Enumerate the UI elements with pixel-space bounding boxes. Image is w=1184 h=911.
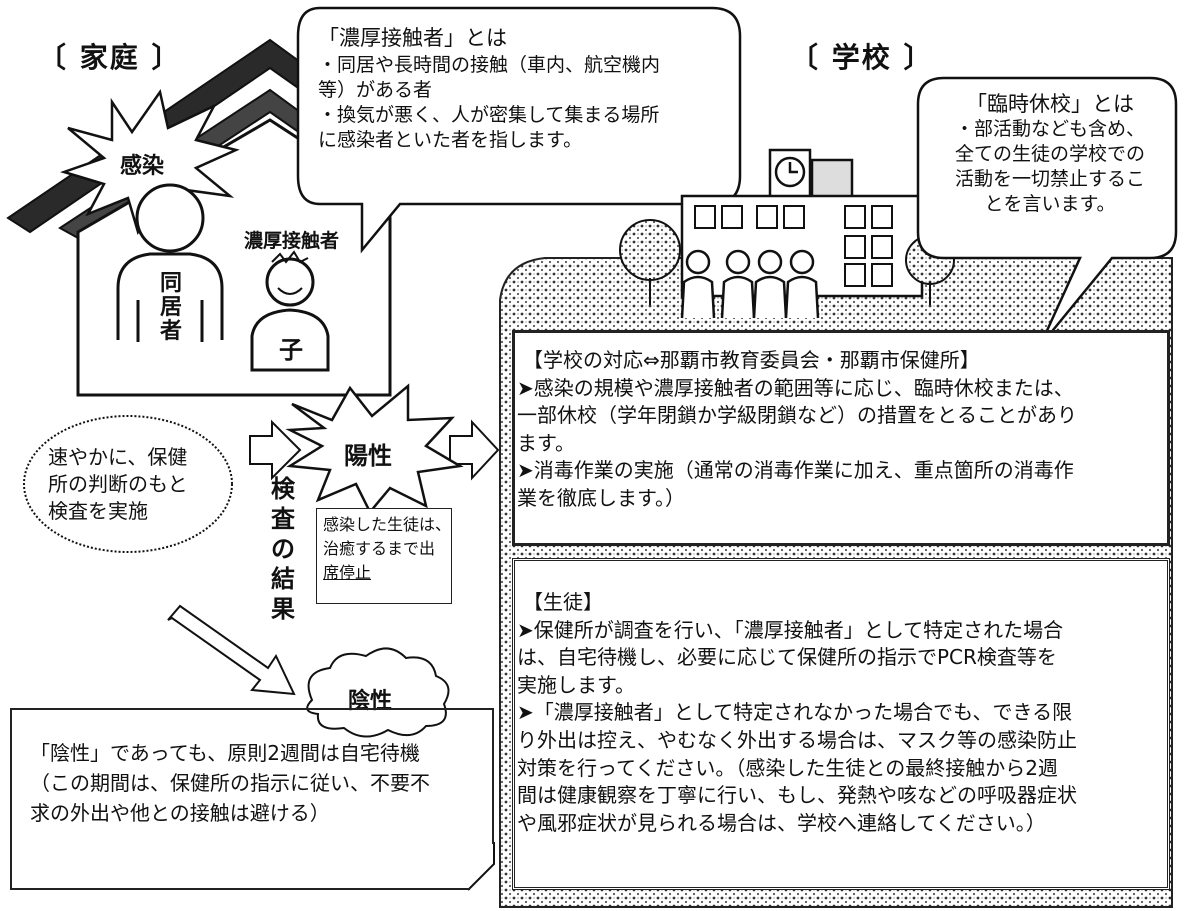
close-contact-line: 等）がある者 (318, 79, 433, 101)
close-contact-label: 濃厚接触者 (244, 230, 340, 252)
students-line: ➤保健所が調査を行い、「濃厚接触者」として特定された場合 (517, 617, 1064, 642)
school-response-line: ➤消毒作業の実施（通常の消毒作業に加え、重点箇所の消毒作 (517, 458, 1074, 483)
closure-line: ・部活動なども含め、 (954, 118, 1145, 140)
school-response-line: ➤感染の規模や濃厚接触者の範囲等に応じ、臨時休校または、 (517, 375, 1074, 400)
closure-line: 全ての生徒の学校での (954, 143, 1145, 165)
close-contact-definition: 「濃厚接触者」とは ・同居や長時間の接触（車内、航空機内 等）がある者 ・換気が… (318, 26, 738, 153)
negative-note-fold (467, 842, 495, 891)
closure-title: 「臨時休校」とは (966, 92, 1134, 116)
test-line: 所の判断のもと (48, 472, 188, 496)
test-result-vertical-label: 検査の結果 (271, 475, 295, 623)
cohabitant-person-icon (116, 183, 224, 342)
arrow-to-negative-icon (167, 604, 296, 696)
child-label: 子 (279, 336, 303, 364)
positive-note-line: 席停止 (323, 563, 372, 582)
students-line: 実施します。 (517, 672, 635, 697)
infection-label: 感染 (120, 154, 165, 179)
closure-line: 活動を一切禁止するこ (954, 168, 1145, 190)
positive-note-line: 治癒するまで出 (323, 539, 436, 558)
closure-speech-bubble (916, 76, 1178, 347)
negative-note-line: 「陰性」であっても、原則2週間は自宅待機 (30, 741, 420, 765)
test-line: 検査を実施 (48, 499, 148, 523)
negative-note-right-border (492, 708, 494, 844)
negative-cloud-icon (306, 647, 450, 738)
students-group-icon (680, 249, 820, 319)
close-contact-title: 「濃厚接触者」とは (318, 26, 507, 50)
school-response-box: 【学校の対応⇔那覇市教育委員会・那覇市保健所】 ➤感染の規模や濃厚接触者の範囲等… (512, 330, 1170, 546)
negative-note-line: （この期間は、保健所の指示に従い、不要不 (30, 771, 430, 795)
closure-definition: 「臨時休校」とは ・部活動なども含め、 全ての生徒の学校での 活動を一切禁止する… (932, 92, 1168, 217)
close-contact-line: に感染者といた者を指します。 (318, 129, 583, 151)
students-box: 【生徒】 ➤保健所が調査を行い、「濃厚接触者」として特定された場合 は、自宅待機… (512, 558, 1170, 890)
students-line: は、自宅待機し、必要に応じて保健所の指示でPCR検査等を (517, 645, 1057, 670)
cohabitant-label: 同 居 者 (159, 271, 182, 344)
positive-note-line: 感染した生徒は、 (323, 515, 452, 534)
close-contact-line: ・換気が悪く、人が密集して集まる場所 (318, 104, 660, 126)
close-contact-speech-bubble (296, 6, 742, 254)
students-line: り外出は控え、やむなく外出する場合は、マスク等の感染防止 (517, 727, 1077, 752)
negative-note-frame (10, 708, 494, 890)
negative-note-bottom-border (10, 888, 470, 890)
school-response-heading: 【学校の対応⇔那覇市教育委員会・那覇市保健所】 (523, 348, 980, 372)
close-contact-line: ・同居や長時間の接触（車内、航空機内 (318, 54, 661, 76)
arrow-to-positive-icon (249, 419, 302, 481)
positive-burst-icon (285, 383, 464, 515)
negative-note-line: 求の外出や他との接触は避ける） (30, 801, 330, 825)
child-person-icon (250, 250, 330, 372)
test-instruction: 速やかに、保健 所の判断のもと 検査を実施 (48, 444, 188, 525)
students-line: 対策を行ってください。（感染した生徒との最終接触から2週 (517, 755, 1058, 780)
school-response-line: ます。 (517, 430, 575, 455)
school-response-line: 一部休校（学年閉鎖か学級閉鎖など）の措置をとることがあり (517, 403, 1077, 428)
school-heading: 〔 学校 〕 (790, 41, 934, 74)
arrow-to-school-icon (449, 419, 500, 481)
students-line: や風邪症状が見られる場合は、学校へ連絡してください。） (517, 810, 1046, 835)
students-heading: 【生徒】 (523, 590, 603, 614)
test-line: 速やかに、保健 (48, 445, 188, 469)
students-line: ➤「濃厚接触者」として特定されなかった場合でも、できる限 (517, 700, 1073, 725)
closure-line: とを言います。 (984, 193, 1116, 215)
positive-note-box: 感染した生徒は、 治癒するまで出 席停止 (316, 508, 452, 604)
school-response-line: 業を徹底します。） (517, 485, 685, 510)
negative-note-text: 「陰性」であっても、原則2週間は自宅待機 （この期間は、保健所の指示に従い、不要… (30, 738, 430, 828)
test-speech-ellipse (23, 415, 233, 553)
home-heading: 〔 家庭 〕 (38, 41, 182, 74)
positive-label: 陽性 (344, 442, 392, 470)
students-line: 間は健康観察を丁寧に行い、もし、発熱や咳などの呼吸器症状 (517, 783, 1077, 808)
